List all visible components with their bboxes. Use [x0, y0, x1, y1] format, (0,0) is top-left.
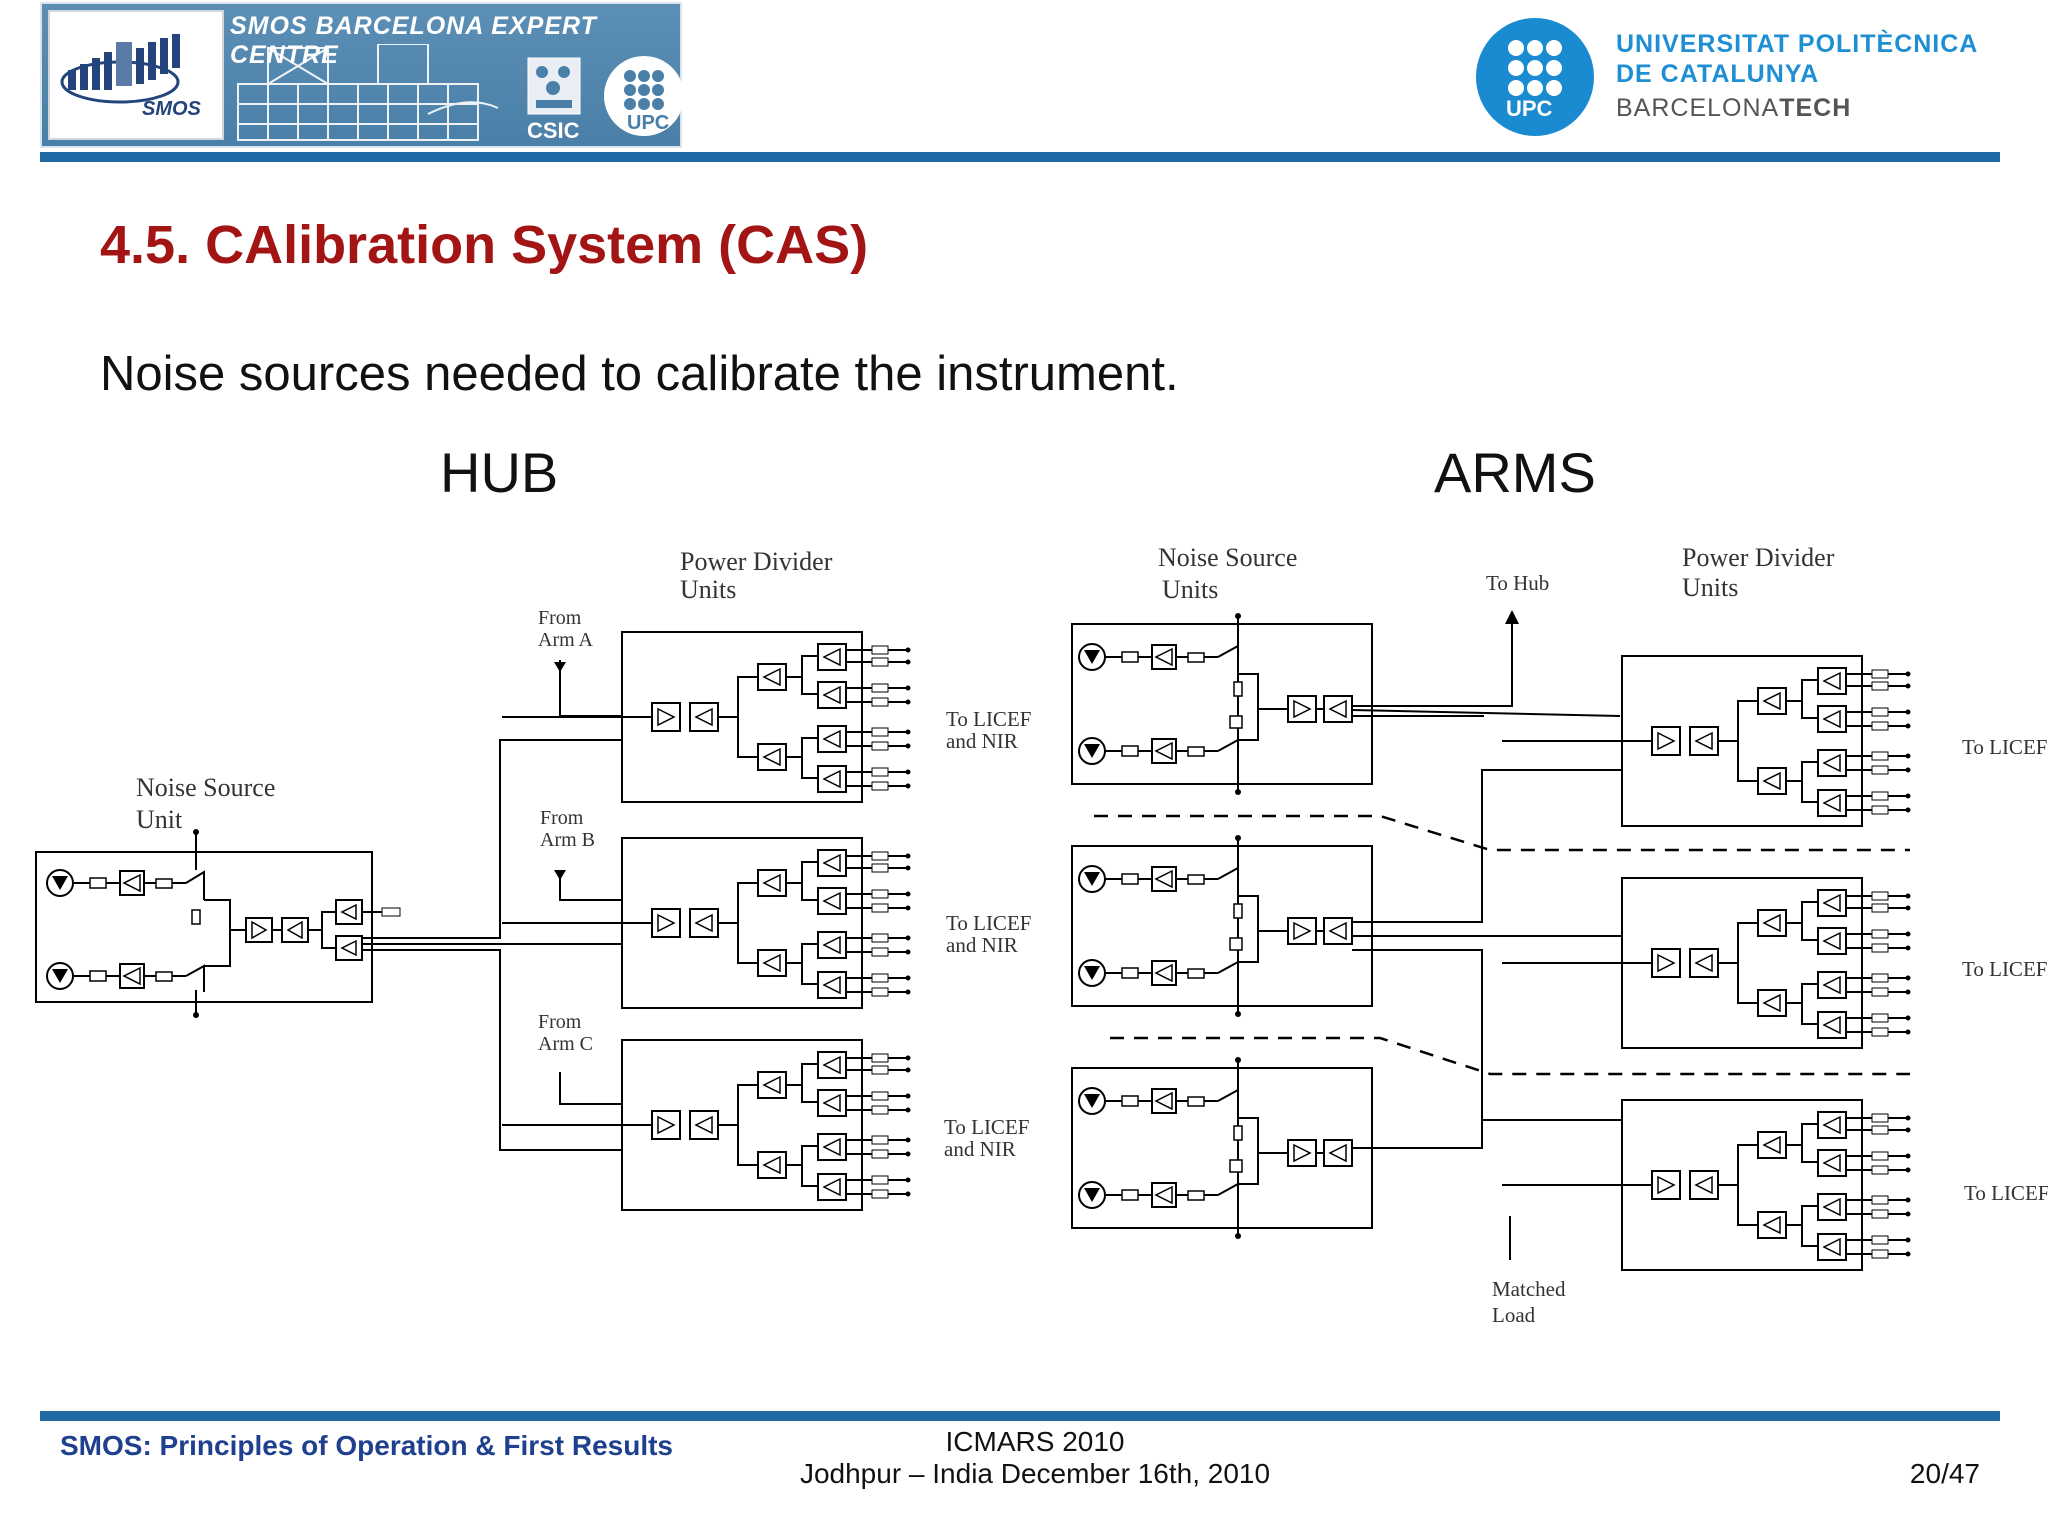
banner-title: SMOS BARCELONA EXPERT CENTRE [230, 12, 597, 69]
hub-wiring [362, 660, 622, 1151]
arms-power-divider-label-2: Units [1682, 573, 1738, 602]
footer-presentation-title: SMOS: Principles of Operation & First Re… [60, 1430, 673, 1461]
university-name-line3: BARCELONATECH [1616, 94, 1851, 123]
arms-to-licef-1: To LICEF [1962, 735, 2047, 759]
hub-to-licef-2b: and NIR [946, 933, 1018, 957]
footer-rule [40, 1411, 2000, 1421]
upc-logo-text: UPC [1506, 96, 1553, 121]
university-line3-a: BARCELONA [1616, 94, 1780, 122]
hub-from-arm-c-2: Arm C [538, 1033, 593, 1055]
arms-matched-load-1: Matched [1492, 1277, 1566, 1301]
hub-from-arm-a-1: From [538, 607, 582, 629]
slide-subtitle: Noise sources needed to calibrate the in… [100, 347, 1179, 401]
building-icon [237, 44, 499, 141]
arms-power-divider-label-1: Power Divider [1682, 543, 1835, 572]
arms-pdu-2 [1501, 877, 1912, 1049]
hub-from-arm-b-2: Arm B [540, 829, 595, 851]
arms-to-licef-2: To LICEF [1962, 957, 2047, 981]
arms-to-hub-label: To Hub [1486, 571, 1549, 595]
footer-page-number: 20/47 [1909, 1458, 1980, 1489]
hub-from-arm-b-1: From [540, 807, 584, 829]
footer-conference: ICMARS 2010 [945, 1426, 1125, 1457]
hub-pdu-3 [501, 1039, 912, 1211]
upc-dots-icon [604, 56, 684, 136]
slide-title: 4.5. CAlibration System (CAS) [100, 215, 869, 275]
hub-from-arm-c-1: From [538, 1011, 582, 1033]
hub-noise-source-label-2: Unit [136, 805, 183, 834]
university-name-line1: UNIVERSITAT POLITÈCNICA [1616, 30, 1979, 58]
hub-to-licef-3b: and NIR [944, 1137, 1016, 1161]
upc-logo [1476, 18, 1594, 136]
university-name-line2: DE CATALUNYA [1616, 60, 1820, 88]
arms-noise-source-label-2: Units [1162, 575, 1218, 604]
arms-to-licef-3: To LICEF [1964, 1181, 2048, 1205]
hub-to-licef-2a: To LICEF [946, 911, 1031, 935]
arms-separators [1094, 814, 1910, 1076]
csic-seal-icon [527, 57, 581, 115]
footer-location-date: Jodhpur – India December 16th, 2010 [799, 1458, 1271, 1489]
university-line3-b: TECH [1779, 94, 1852, 122]
arms-pdu-1 [1501, 655, 1912, 827]
arms-pdu-3 [1501, 1099, 1912, 1271]
arms-wiring [1351, 616, 1622, 1260]
smos-logo: SMOS [48, 10, 224, 140]
arms-noise-source-label-1: Noise Source [1158, 543, 1297, 572]
cas-diagram: Power Divider Units Noise Source Unit Fr… [35, 543, 2048, 1327]
hub-pdu-1 [501, 631, 912, 803]
hub-to-licef-1b: and NIR [946, 729, 1018, 753]
upc-logo-dots-icon [1508, 40, 1562, 96]
hub-heading: HUB [440, 441, 559, 504]
arms-matched-load-2: Load [1492, 1303, 1536, 1327]
upc-small-label: UPC [627, 112, 670, 134]
hub-noise-source-unit [35, 829, 401, 1018]
arms-noise-unit-2 [1072, 835, 1372, 1017]
arms-noise-unit-1 [1072, 613, 1372, 795]
arms-heading: ARMS [1434, 441, 1596, 504]
arms-noise-unit-3 [1072, 1057, 1372, 1239]
hub-power-divider-label-1: Power Divider [680, 547, 833, 576]
hub-to-licef-3a: To LICEF [944, 1115, 1029, 1139]
hub-power-divider-label-2: Units [680, 575, 736, 604]
satellite-icon [60, 34, 180, 104]
hub-to-licef-1a: To LICEF [946, 707, 1031, 731]
hub-noise-source-label-1: Noise Source [136, 773, 275, 802]
header-rule [40, 152, 2000, 162]
hub-pdu-2 [501, 837, 912, 1009]
smos-badge-text: SMOS [142, 98, 201, 120]
csic-label: CSIC [527, 118, 580, 143]
header-banner: SMOS SMOS BARCELONA EXPERT CENTRE CSIC U… [40, 2, 684, 148]
hub-from-arm-a-2: Arm A [538, 629, 594, 651]
